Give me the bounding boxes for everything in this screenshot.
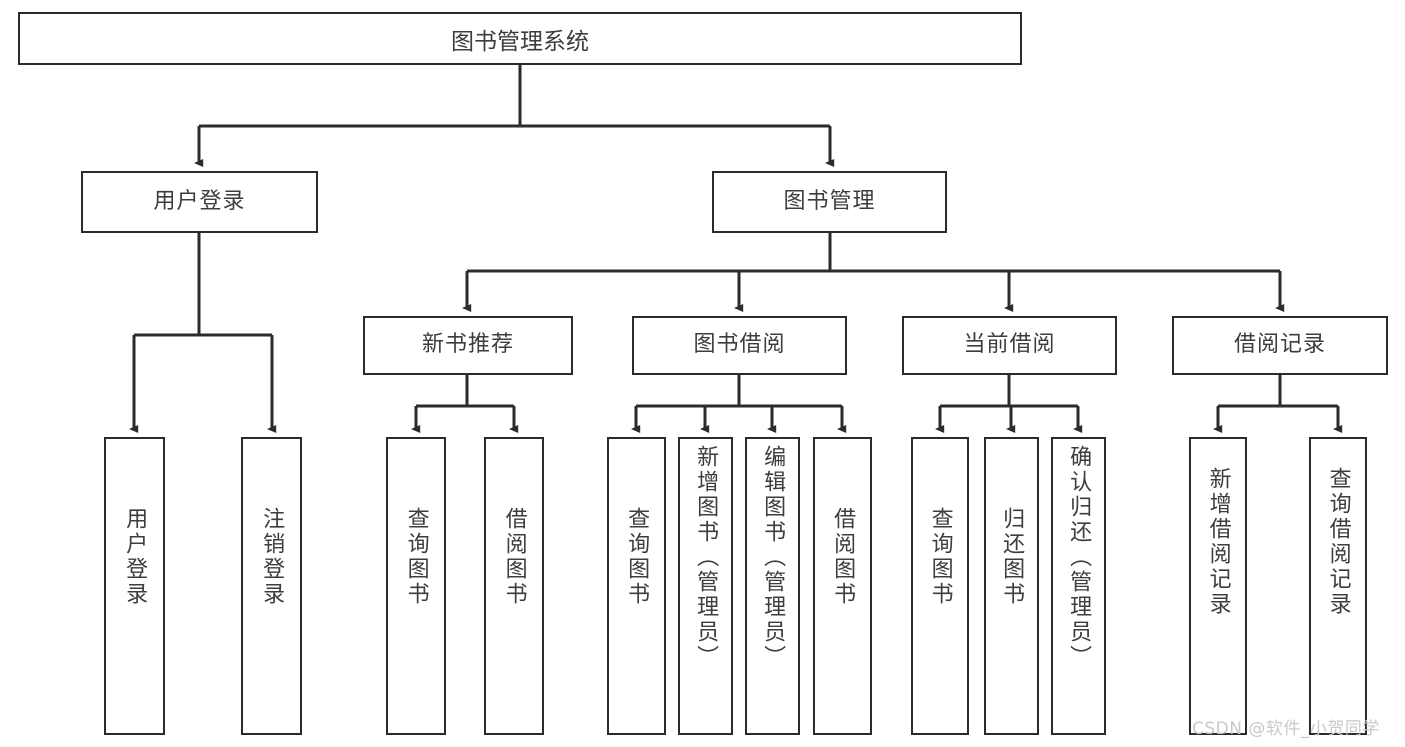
leaf-user-login[interactable]: 用户登录 bbox=[104, 437, 165, 735]
leaf-label: 查询图书 bbox=[624, 507, 650, 607]
leaf-logout[interactable]: 注销登录 bbox=[241, 437, 302, 735]
node-book-borrow[interactable]: 图书借阅 bbox=[632, 316, 847, 375]
leaf-label: 查询图书 bbox=[927, 507, 953, 607]
node-current-borrow[interactable]: 当前借阅 bbox=[902, 316, 1117, 375]
leaf-query-book-current[interactable]: 查询图书 bbox=[911, 437, 969, 735]
leaf-query-book-borrow[interactable]: 查询图书 bbox=[607, 437, 666, 735]
node-label: 借阅记录 bbox=[1233, 332, 1326, 358]
leaf-add-book-admin[interactable]: 新增图书（管理员） bbox=[678, 437, 733, 735]
leaf-return-book[interactable]: 归还图书 bbox=[984, 437, 1039, 735]
node-user-login[interactable]: 用户登录 bbox=[81, 171, 318, 233]
leaf-label: 编辑图书（管理员） bbox=[760, 445, 786, 670]
leaf-label: 查询图书 bbox=[403, 507, 429, 607]
leaf-edit-book-admin[interactable]: 编辑图书（管理员） bbox=[745, 437, 800, 735]
leaf-borrow-book[interactable]: 借阅图书 bbox=[813, 437, 872, 735]
leaf-label: 新增借阅记录 bbox=[1205, 467, 1231, 617]
node-new-book-recommend[interactable]: 新书推荐 bbox=[363, 316, 573, 375]
node-label: 用户登录 bbox=[153, 188, 246, 214]
leaf-query-borrow-record[interactable]: 查询借阅记录 bbox=[1309, 437, 1367, 735]
leaf-label: 注销登录 bbox=[259, 507, 285, 607]
leaf-label: 查询借阅记录 bbox=[1325, 467, 1351, 617]
node-label: 图书管理 bbox=[783, 188, 876, 214]
node-label: 当前借阅 bbox=[963, 332, 1056, 358]
leaf-borrow-book-recommend[interactable]: 借阅图书 bbox=[484, 437, 544, 735]
leaf-add-borrow-record[interactable]: 新增借阅记录 bbox=[1189, 437, 1247, 735]
leaf-label: 借阅图书 bbox=[830, 507, 856, 607]
leaf-label: 归还图书 bbox=[999, 507, 1025, 607]
leaf-label: 借阅图书 bbox=[501, 507, 527, 607]
node-book-management[interactable]: 图书管理 bbox=[712, 171, 947, 233]
node-root-system[interactable]: 图书管理系统 bbox=[18, 12, 1022, 65]
leaf-query-book-recommend[interactable]: 查询图书 bbox=[386, 437, 446, 735]
node-label: 图书借阅 bbox=[693, 332, 786, 358]
node-borrow-record[interactable]: 借阅记录 bbox=[1172, 316, 1388, 375]
leaf-confirm-return-admin[interactable]: 确认归还（管理员） bbox=[1051, 437, 1106, 735]
node-label: 图书管理系统 bbox=[451, 28, 589, 55]
leaf-label: 用户登录 bbox=[122, 507, 148, 607]
node-label: 新书推荐 bbox=[421, 332, 514, 358]
leaf-label: 新增图书（管理员） bbox=[693, 445, 719, 670]
leaf-label: 确认归还（管理员） bbox=[1066, 445, 1092, 670]
